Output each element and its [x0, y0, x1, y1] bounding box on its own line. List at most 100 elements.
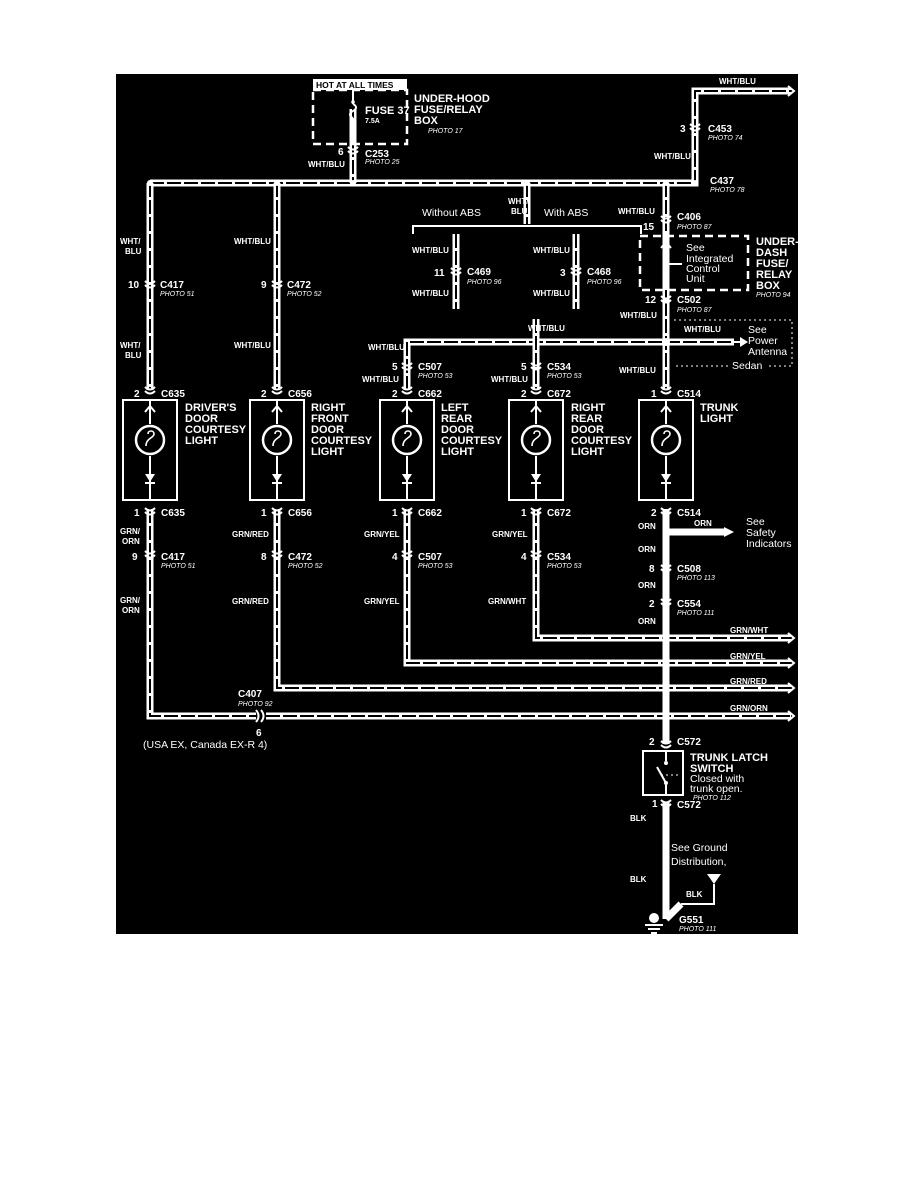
photo-label: PHOTO 96: [587, 279, 622, 286]
right-front-light-label: LIGHT: [311, 446, 344, 458]
wiring-diagram-svg: HOT AT ALL TIMES FUSE 37 7.5A UNDER-HOOD…: [120, 77, 799, 934]
arrow-up-icon: [401, 404, 413, 413]
pin-label: 11: [434, 268, 445, 279]
bulb-icon: [391, 424, 423, 456]
photo-label: PHOTO 96: [467, 279, 502, 286]
pin-label: 2: [649, 737, 655, 748]
connector-label: C407: [238, 689, 262, 700]
right-rear-light-label: DOOR: [571, 424, 604, 436]
wire-color-label: GRN/YEL: [364, 530, 400, 539]
integrated-label: Integrated: [686, 253, 733, 265]
wire-color-label: BLU: [125, 351, 142, 360]
wire-color-label: WHT/BLU: [234, 237, 271, 246]
drivers-light-label: DRIVER'S: [185, 402, 237, 414]
wire-color-label: WHT/BLU: [308, 160, 345, 169]
left-rear-light-label: DOOR: [441, 424, 474, 436]
photo-label: PHOTO 112: [693, 795, 731, 802]
wire-color-label: GRN/WHT: [730, 626, 768, 635]
left-rear-light-label: LIGHT: [441, 446, 474, 458]
photo-label: PHOTO 25: [365, 159, 400, 166]
drivers-light-label: COURTESY: [185, 424, 247, 436]
photo-label: PHOTO 87: [677, 224, 713, 231]
trunk-latch-switch: 2 C572 TRUNK LATCH SWITCH Closed with tr…: [642, 737, 768, 811]
wire-color-label: GRN/RED: [232, 597, 269, 606]
pin-label: 4: [392, 552, 398, 563]
wire-color-label: WHT/BLU: [533, 246, 570, 255]
diode-icon: [402, 474, 412, 482]
wire-color-label: BLU: [125, 247, 142, 256]
photo-label: PHOTO 78: [710, 187, 745, 194]
drivers-courtesy-light: [122, 399, 178, 501]
safety-label: Safety: [746, 527, 777, 539]
arrow-up-icon: [660, 240, 672, 249]
pin-label: 2: [651, 508, 657, 519]
wire-color-label: WHT/BLU: [619, 366, 656, 375]
wire-color-label: GRN/ORN: [730, 704, 768, 713]
wire-color-label: BLU: [511, 207, 528, 216]
photo-label: PHOTO 94: [756, 292, 791, 299]
see-ground-label: See Ground: [671, 842, 728, 854]
wire-color-label: GRN/YEL: [730, 652, 766, 661]
arrow-up-icon: [271, 404, 283, 413]
wire-color-label: WHT/BLU: [719, 77, 756, 86]
right-rear-light-label: COURTESY: [571, 435, 633, 447]
photo-label: PHOTO 74: [708, 135, 743, 142]
connector-label: C417: [161, 552, 185, 563]
right-rear-light-label: LIGHT: [571, 446, 604, 458]
pin-label: 1: [651, 389, 657, 400]
antenna-label: Antenna: [748, 346, 787, 358]
pin-label: 1: [392, 508, 398, 519]
photo-label: PHOTO 113: [677, 575, 715, 582]
unit-label: Unit: [686, 273, 705, 285]
ground-icon: [645, 924, 663, 934]
wire-color-label: WHT/BLU: [620, 311, 657, 320]
wiring-diagram: HOT AT ALL TIMES FUSE 37 7.5A UNDER-HOOD…: [116, 74, 799, 934]
power-antenna-ref: WHT/BLU See Power Antenna Sedan: [674, 319, 793, 372]
connector-label: C514: [677, 508, 701, 519]
arrow-up-icon: [530, 404, 542, 413]
photo-label: PHOTO 111: [677, 610, 714, 617]
wire-color-label: ORN: [122, 606, 140, 615]
wire-color-label: GRN/RED: [232, 530, 269, 539]
wire-color-label: ORN: [638, 617, 656, 626]
wire-color-label: WHT/: [508, 197, 529, 206]
pin-label: 1: [521, 508, 527, 519]
see-label: See: [686, 242, 705, 254]
wire-color-label: BLK: [630, 814, 647, 823]
right-front-light-label: COURTESY: [311, 435, 373, 447]
trunk-light-label: TRUNK: [700, 402, 739, 414]
wire-color-label: WHT/: [120, 341, 141, 350]
bulb-icon: [134, 424, 166, 456]
closed-with-label: Closed with: [690, 773, 744, 785]
c468-connector: WHT/BLU 3 C468 PHOTO 96 WHT/BLU: [533, 246, 622, 298]
connector-label: C472: [288, 552, 312, 563]
photo-label: PHOTO 53: [547, 373, 582, 380]
connector-label: C554: [677, 599, 701, 610]
module-bottom-connectors: 1 C635 1 C656 1 C662 1 C672 2 C514: [134, 507, 701, 519]
connector-label: C534: [547, 552, 571, 563]
c507-upper: 5 C507 PHOTO 53 WHT/BLU: [362, 362, 453, 384]
arrow-right-icon: [724, 527, 734, 537]
trunk-light: [638, 399, 694, 501]
diode-icon: [272, 474, 282, 482]
wire-color-label: WHT/BLU: [618, 207, 655, 216]
fuse-icon: [349, 103, 357, 119]
pin-label: 3: [680, 124, 686, 135]
fuse-terminal-icon: [351, 100, 355, 104]
bulb-icon: [520, 424, 552, 456]
wire-color-label: GRN/YEL: [492, 530, 528, 539]
pin-label: 9: [132, 552, 138, 563]
connector-label: C656: [288, 508, 312, 519]
left-rear-light-label: COURTESY: [441, 435, 503, 447]
c472-upper: 9 C472 PHOTO 52: [261, 280, 322, 298]
under-hood-fuse-box: HOT AT ALL TIMES FUSE 37 7.5A UNDER-HOOD…: [311, 79, 490, 146]
pin-label: 2: [649, 599, 655, 610]
under-hood-label-2: FUSE/RELAY: [414, 104, 483, 116]
connector-label: C253: [365, 149, 389, 160]
wire-color-label: GRN/: [120, 596, 141, 605]
wire-color-label: GRN/RED: [730, 677, 767, 686]
wire-color-label: ORN: [694, 519, 712, 528]
right-front-courtesy-light: [249, 399, 305, 501]
trunk-latch-label: TRUNK LATCH: [690, 752, 768, 764]
left-rear-courtesy-light: [379, 399, 435, 501]
